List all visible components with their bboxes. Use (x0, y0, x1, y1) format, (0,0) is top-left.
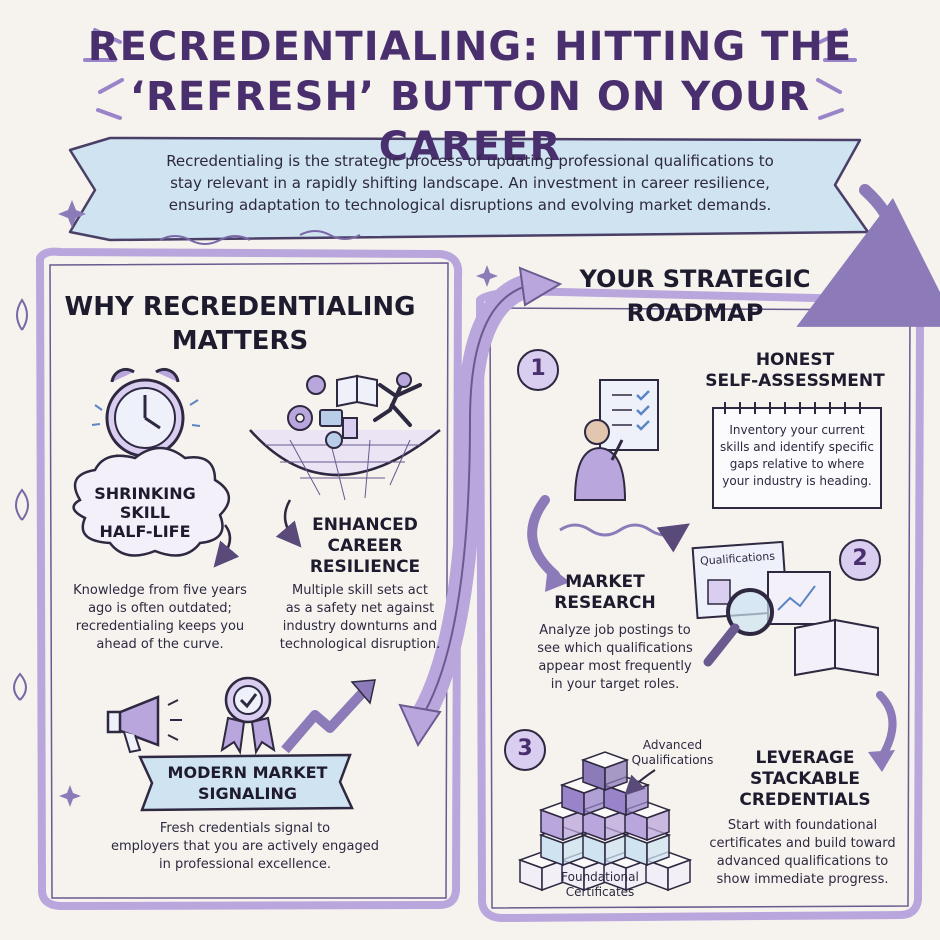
book-icon (336, 374, 378, 408)
skill-title-line2: SKILL (119, 503, 171, 522)
resilience-title: ENHANCED CAREER RESILIENCE (295, 515, 435, 578)
gear-icon (287, 375, 326, 431)
foundational-label-line1: Foundational (561, 870, 639, 884)
roadmap-heading-line1: YOUR STRATEGIC (579, 265, 811, 293)
left-panel-frame (36, 247, 463, 910)
signaling-title-line1: MODERN MARKET (167, 763, 328, 782)
step1-title-line1: HONEST (755, 350, 835, 370)
skill-text: Knowledge from five years ago is often o… (60, 582, 260, 654)
devices-icon (319, 409, 358, 449)
page-title-line1: RECREDENTIALING: HITTING THE (87, 24, 853, 70)
foundational-certificates-label: Foundational Certificates (545, 870, 655, 900)
stacked-cubes-icon (517, 751, 693, 892)
skill-title: SHRINKING SKILL HALF-LIFE (80, 484, 210, 541)
growth-arrow-icon (281, 686, 369, 754)
cube-top (580, 751, 630, 769)
step1-title: HONEST SELF-ASSESSMENT (690, 350, 900, 392)
step3-title-line2: STACKABLE (750, 769, 860, 789)
skill-title-line1: SHRINKING (94, 484, 196, 503)
step1-text-line2: skills and identify specific (720, 440, 874, 454)
step1-title-line2: SELF-ASSESSMENT (705, 371, 885, 391)
award-badge-icon (220, 676, 276, 755)
title-sparkle-icon (83, 28, 857, 120)
notepad-card (712, 407, 882, 509)
why-heading-line2: MATTERS (171, 326, 309, 356)
intro-text: Recredentialing is the strategic process… (120, 150, 820, 216)
advanced-label-line2: Qualifications (631, 753, 714, 767)
person-checklist-icon (573, 379, 659, 501)
resilience-title-line2: CAREER (327, 536, 403, 556)
resilience-text-line4: technological disruption. (279, 637, 441, 652)
resilience-text: Multiple skill sets act as a safety net … (265, 582, 455, 654)
signaling-text: Fresh credentials signal to employers th… (90, 820, 400, 874)
advanced-label-line1: Advanced (642, 738, 703, 752)
resilience-title-line3: RESILIENCE (309, 557, 421, 577)
signaling-ribbon (138, 753, 354, 812)
signaling-title: MODERN MARKET SIGNALING (150, 762, 345, 804)
step3-text: Start with foundational certificates and… (705, 817, 900, 889)
step3-title-line3: CREDENTIALS (739, 790, 871, 810)
step1-text-line3: gaps relative to where (729, 457, 865, 471)
why-heading: WHY RECREDENTIALING MATTERS (60, 290, 420, 358)
step3-title-line1: LEVERAGE (755, 748, 855, 768)
page-title-line2: ‘REFRESH’ BUTTON ON YOUR CAREER (129, 74, 811, 170)
step2-title: MARKET RESEARCH (545, 572, 665, 614)
step1-text: Inventory your current skills and identi… (715, 422, 879, 490)
skill-cloud (72, 446, 230, 557)
page-title: RECREDENTIALING: HITTING THE ‘REFRESH’ B… (40, 22, 900, 172)
skill-text-line2: ago is often outdated; (88, 601, 232, 616)
foundational-label-line2: Certificates (565, 885, 635, 899)
skill-text-line3: recredentialing keeps you (75, 619, 245, 634)
step2-title-line2: RESEARCH (554, 593, 656, 613)
step3-text-line2: certificates and build toward (709, 836, 896, 851)
step3-text-line1: Start with foundational (727, 818, 878, 833)
skill-text-line4: ahead of the curve. (96, 637, 224, 652)
signaling-text-line2: employers that you are actively engaged (110, 839, 380, 854)
resilience-title-line1: ENHANCED (312, 515, 418, 535)
roadmap-heading: YOUR STRATEGIC ROADMAP (540, 262, 850, 330)
safety-net-icon (249, 429, 441, 501)
skill-text-line1: Knowledge from five years (73, 583, 247, 598)
step2-text-line2: see which qualifications (537, 641, 693, 656)
step2-number: 2 (852, 546, 868, 571)
step1-text-line1: Inventory your current (729, 423, 865, 437)
step3-text-line3: advanced qualifications to (716, 854, 889, 869)
step3-text-line4: show immediate progress. (716, 872, 889, 887)
intro-line2: stay relevant in a rapidly shifting land… (170, 174, 770, 192)
step2-title-line1: MARKET (565, 572, 645, 592)
why-heading-line1: WHY RECREDENTIALING (64, 292, 416, 322)
advanced-qualifications-label: Advanced Qualifications (620, 738, 725, 768)
step3-number: 3 (517, 736, 533, 761)
step3-title: LEVERAGE STACKABLE CREDENTIALS (720, 748, 890, 811)
roadmap-heading-line2: ROADMAP (626, 299, 764, 327)
step2-text: Analyze job postings to see which qualif… (520, 622, 710, 694)
step2-text-line3: appear most frequently (538, 659, 692, 674)
skill-title-line3: HALF-LIFE (99, 522, 191, 541)
resilience-text-line2: as a safety net against (285, 601, 435, 616)
jumping-person-icon (373, 372, 422, 427)
signaling-title-line2: SIGNALING (197, 784, 298, 803)
documents-magnifier-icon (691, 540, 879, 677)
step2-text-line1: Analyze job postings to (539, 623, 691, 638)
sparkle-star-icon (58, 200, 498, 807)
megaphone-icon (106, 695, 182, 754)
signaling-text-line1: Fresh credentials signal to (159, 821, 331, 836)
resilience-text-line1: Multiple skill sets act (291, 583, 429, 598)
signaling-text-line3: in professional excellence. (158, 857, 331, 872)
step1-number: 1 (530, 356, 546, 381)
step1-text-line4: your industry is heading. (722, 474, 872, 488)
resilience-text-line3: industry downturns and (282, 619, 438, 634)
intro-line1: Recredentialing is the strategic process… (166, 152, 774, 170)
intro-line3: ensuring adaptation to technological dis… (168, 196, 772, 214)
step2-text-line4: in your target roles. (550, 677, 680, 692)
